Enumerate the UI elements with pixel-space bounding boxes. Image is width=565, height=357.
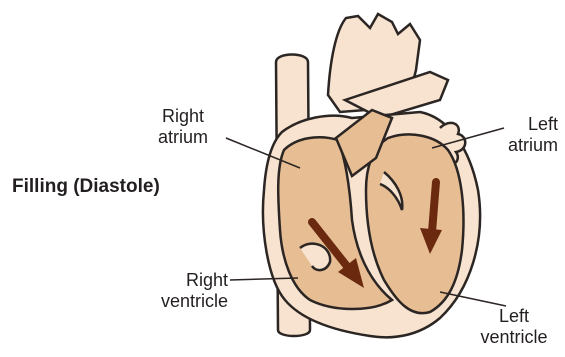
label-left-atrium-line1: Left bbox=[502, 114, 558, 135]
label-right-atrium-line1: Right bbox=[148, 106, 218, 127]
label-left-ventricle-line1: Left bbox=[472, 306, 556, 327]
label-right-atrium: Right atrium bbox=[148, 106, 218, 148]
label-left-atrium-line2: atrium bbox=[502, 135, 558, 156]
label-left-ventricle: Left ventricle bbox=[472, 306, 556, 348]
label-left-ventricle-line2: ventricle bbox=[472, 327, 556, 348]
label-left-atrium: Left atrium bbox=[502, 114, 558, 156]
label-right-ventricle-line2: ventricle bbox=[146, 291, 228, 312]
left-flow-arrow-shaft bbox=[432, 182, 436, 232]
label-right-ventricle: Right ventricle bbox=[146, 270, 228, 312]
label-right-atrium-line2: atrium bbox=[148, 127, 218, 148]
diagram-title: Filling (Diastole) bbox=[12, 176, 160, 198]
label-right-ventricle-line1: Right bbox=[146, 270, 228, 291]
